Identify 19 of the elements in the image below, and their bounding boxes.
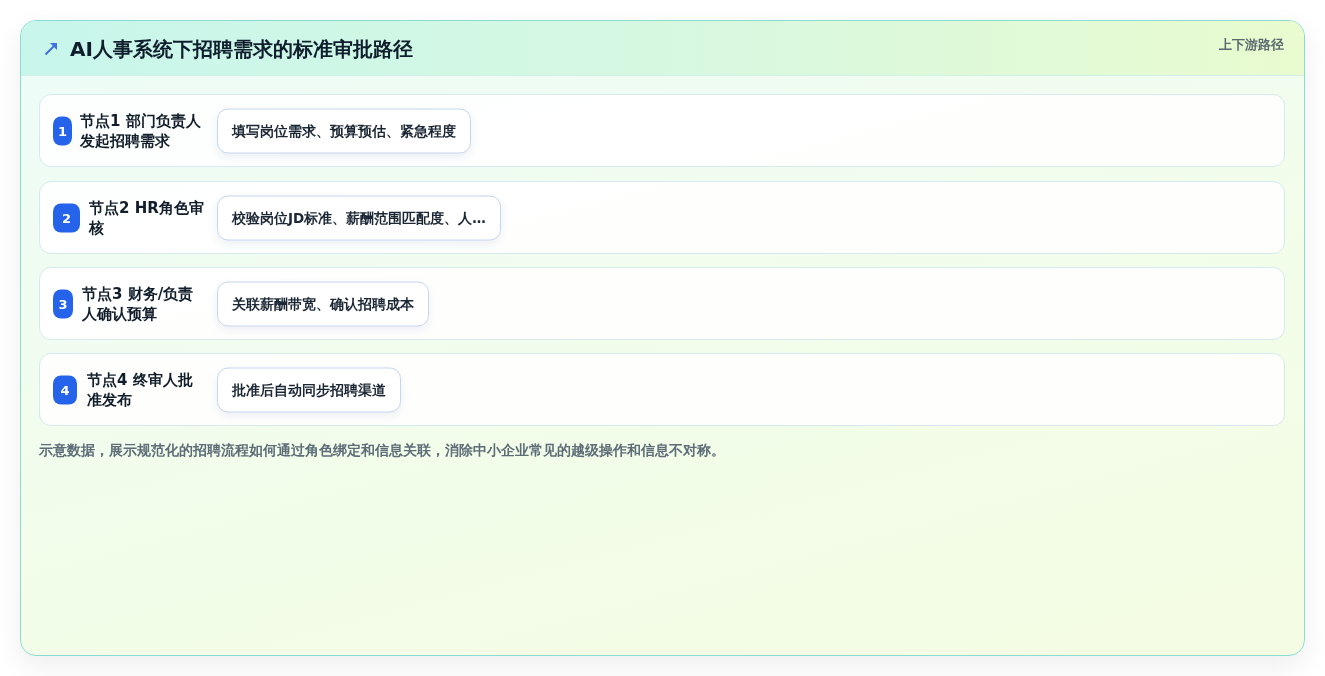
number-badge: 2 [53,203,80,232]
step-title: 节点1 部门负责人发起招聘需求 [80,110,202,151]
title: AI人事系统下招聘需求的标准审批路径 [70,36,413,62]
step-title: 节点3 财务/负责人确认预算 [82,283,195,324]
detail-box: 关联薪酬带宽、确认招聘成本 [217,281,429,326]
number-badge: 1 [53,116,72,145]
step-card [39,353,1285,426]
detail-box: 填写岗位需求、预算预估、紧急程度 [217,108,471,153]
step-card [39,267,1285,340]
number-badge: 3 [53,289,73,318]
step-title: 节点4 终审人批准发布 [87,369,194,410]
step-card [39,181,1285,254]
number-badge: 4 [53,375,77,404]
caption: 示意数据，展示规范化的招聘流程如何通过角色绑定和信息关联，消除中小企业常见的越级操作和信息不对称。 [39,441,725,459]
detail-box: 批准后自动同步招聘渠道 [217,367,401,412]
detail-box: 校验岗位JD标准、薪酬范围匹配度、人… [217,195,501,240]
step-card [39,94,1285,167]
header-note: 上下游路径 [1219,37,1284,53]
step-title: 节点2 HR角色审核 [89,197,205,238]
